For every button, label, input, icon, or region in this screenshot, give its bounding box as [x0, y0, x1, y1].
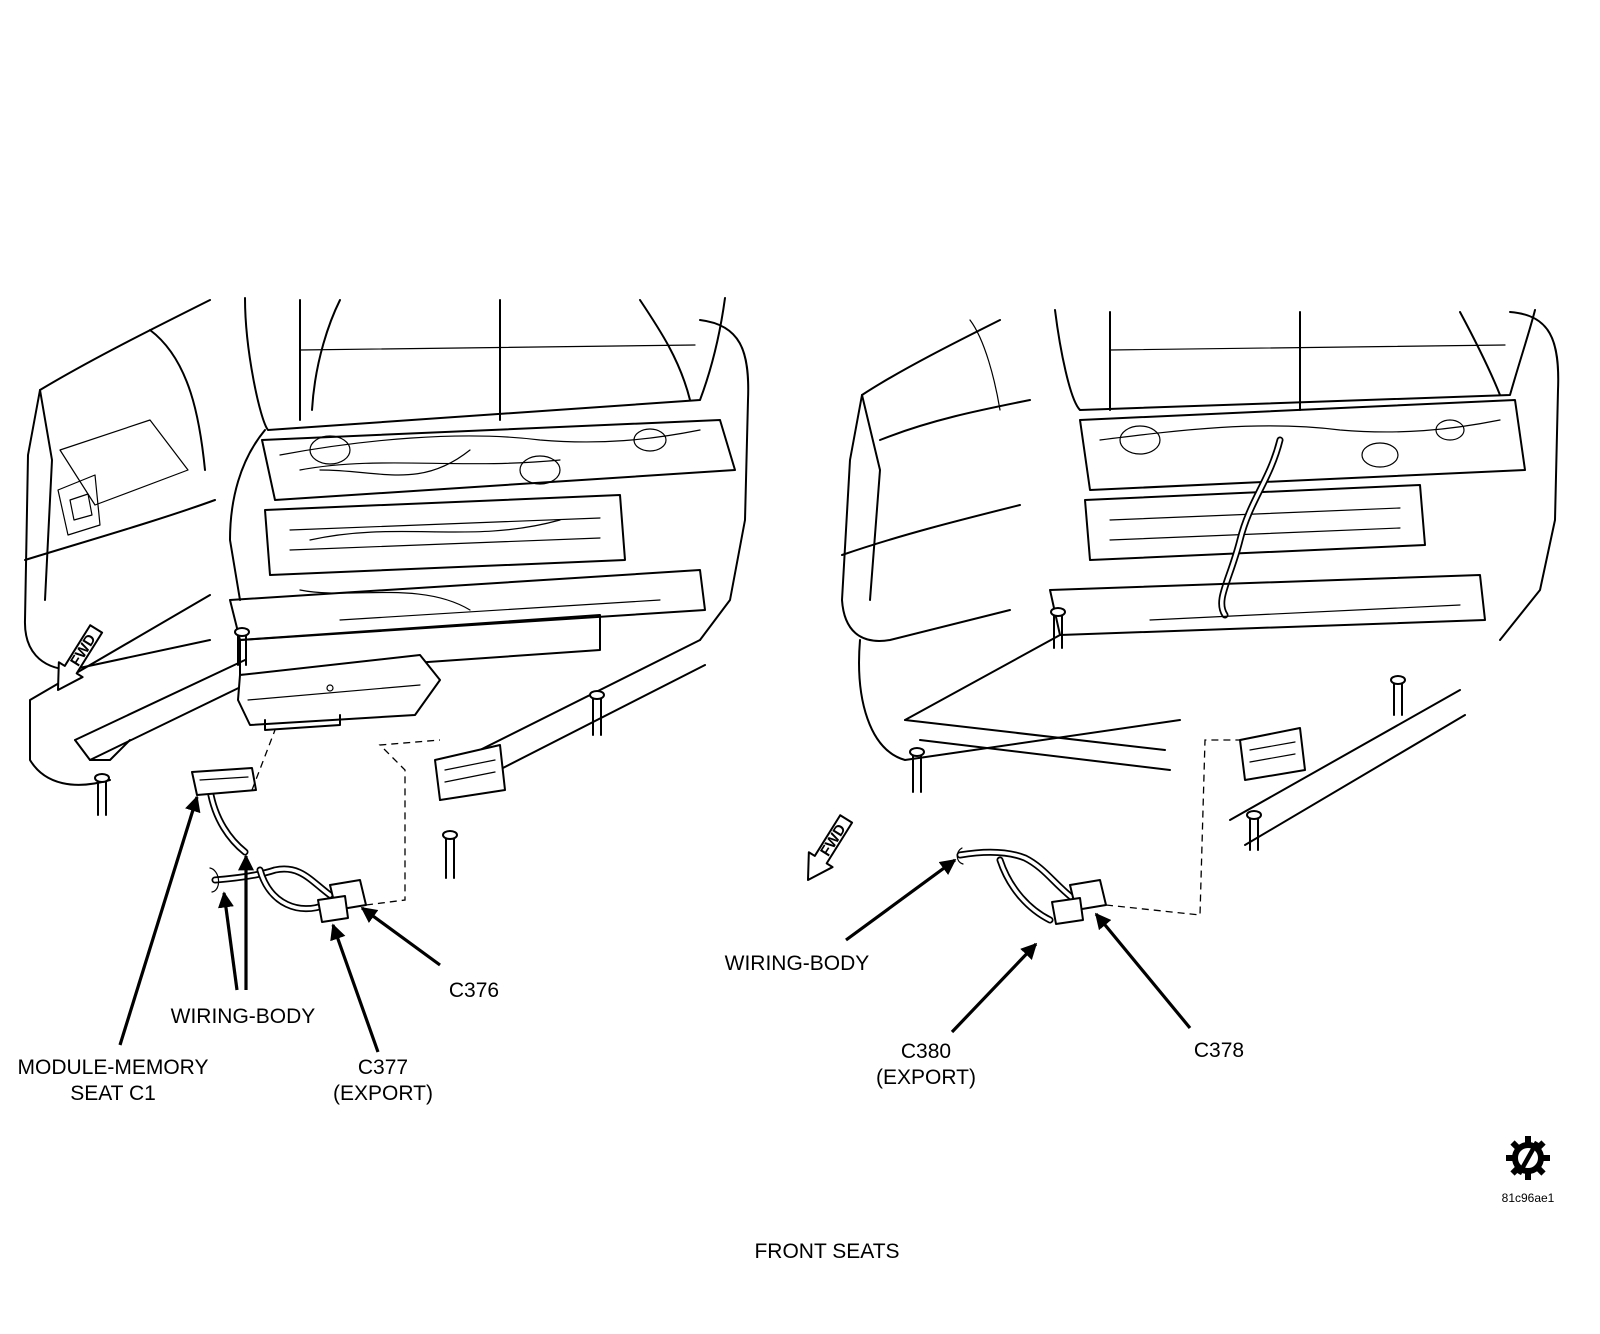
right-seat-studs: [909, 607, 1406, 851]
leader-arrows: [118, 795, 1192, 1053]
label-seat-c1: SEAT C1: [70, 1082, 156, 1105]
label-c380-export: (EXPORT): [876, 1066, 976, 1089]
left-seat-studs: [94, 627, 605, 879]
label-c378: C378: [1194, 1039, 1244, 1062]
image-code: 81c96ae1: [1502, 1191, 1555, 1205]
label-c377-export: (EXPORT): [333, 1082, 433, 1105]
figure-caption: FRONT SEATS: [754, 1240, 899, 1263]
right-seat-drawing: FWD: [807, 309, 1560, 925]
gear-slash-icon: [1506, 1136, 1550, 1180]
label-c376: C376: [449, 979, 499, 1002]
left-seat-drawing: FWD: [23, 297, 750, 923]
label-c377: C377: [358, 1056, 408, 1079]
label-c380: C380: [901, 1040, 951, 1063]
forward-arrow-icon-right: FWD: [807, 814, 854, 881]
label-wiring-body-left: WIRING-BODY: [171, 1005, 316, 1028]
label-module-memory: MODULE-MEMORY: [18, 1056, 209, 1079]
label-wiring-body-right: WIRING-BODY: [725, 952, 870, 975]
